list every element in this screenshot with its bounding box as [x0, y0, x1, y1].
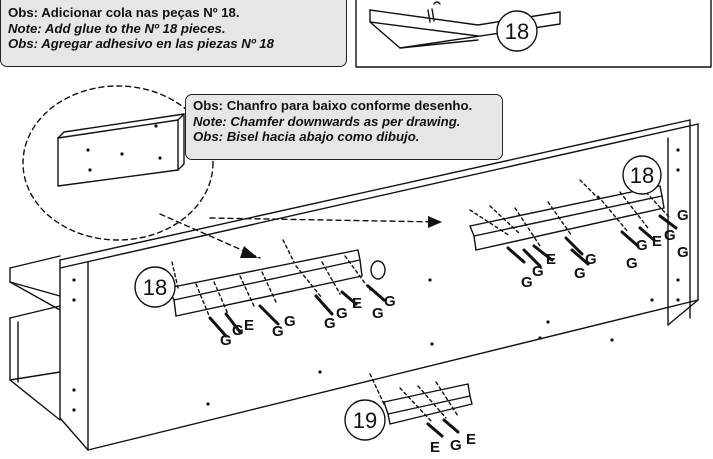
- screw-icon: [314, 294, 334, 316]
- screw-icon: [340, 290, 358, 306]
- screw-label-g: G: [636, 237, 648, 254]
- screw-icon: [638, 226, 656, 242]
- screw-label-g: G: [272, 323, 284, 340]
- left-rail: [167, 249, 363, 317]
- note-chamfer-es: Obs: Bisel hacia abajo como dibujo.: [193, 129, 420, 144]
- arrow-heads: [240, 216, 442, 258]
- part-number-bottom: 19: [353, 408, 377, 433]
- screw-label-g: G: [677, 207, 689, 224]
- note-chamfer-en: Note: Chamfer downwards as per drawing.: [193, 113, 461, 129]
- part-number-left: 18: [143, 275, 167, 300]
- screw-label-e: E: [352, 295, 362, 312]
- screw-label-g: G: [220, 332, 232, 349]
- screw-icon: [426, 422, 444, 438]
- screw-icon: [224, 312, 242, 334]
- note-glue-pt: Obs: Adicionar cola nas peças Nº 18.: [8, 5, 240, 20]
- screw-label-e: E: [546, 251, 556, 268]
- screw-label-g: G: [284, 313, 296, 330]
- arrow-left-rail-icon: [240, 246, 258, 258]
- screw-label-e: E: [244, 317, 254, 334]
- screw-label-g: G: [626, 255, 638, 272]
- screw-label-g: G: [574, 265, 586, 282]
- right-rail: [469, 185, 665, 251]
- note-chamfer-pt: Obs: Chanfro para baixo conforme desenho…: [193, 98, 473, 113]
- arrow-right-rail-icon: [428, 216, 442, 228]
- part-circle-top: [496, 10, 538, 52]
- screw-icon: [366, 284, 386, 302]
- screw-icon: [442, 418, 460, 434]
- screw-label-g: G: [521, 274, 533, 291]
- screw-icon: [506, 246, 526, 264]
- screw-label-e: E: [466, 431, 476, 448]
- screw-label-g: G: [336, 305, 348, 322]
- screw-icon: [658, 214, 678, 230]
- part-circle-bottom: [344, 399, 386, 441]
- inset-box-top: [355, 0, 712, 68]
- part-number-right: 18: [630, 163, 654, 188]
- screw-icon: [522, 248, 542, 268]
- note-glue-en: Note: Add glue to the Nº 18 pieces.: [8, 20, 226, 36]
- screw-label-e: E: [652, 233, 662, 250]
- screw-label-e: E: [430, 439, 440, 456]
- screw-label-g: G: [372, 305, 384, 322]
- screw-icon: [570, 248, 590, 266]
- screw-label-g: G: [664, 227, 676, 244]
- screw-label-g: G: [384, 293, 396, 310]
- screw-label-g: G: [532, 263, 544, 280]
- screws: [208, 214, 678, 438]
- part-number-top: 18: [505, 19, 529, 44]
- note-glue-es: Obs: Agregar adhesivo en las piezas Nº 1…: [8, 36, 274, 51]
- note-chamfer: Obs: Chanfro para baixo conforme desenho…: [185, 94, 503, 160]
- screw-icon: [564, 236, 584, 256]
- screw-guides: [171, 179, 671, 423]
- note-glue: Obs: Adicionar cola nas peças Nº 18. Not…: [0, 0, 347, 67]
- part-circle-right: [622, 155, 662, 195]
- screw-icon: [620, 230, 640, 248]
- screw-label-g: G: [324, 315, 336, 332]
- glue-dowel-icon: [370, 260, 386, 280]
- bottom-block: [383, 383, 473, 425]
- left-frame: [9, 255, 61, 421]
- screw-icon: [208, 316, 228, 338]
- screw-label-g: G: [232, 322, 244, 339]
- part-circle-left: [134, 266, 176, 308]
- screw-label-g: G: [677, 244, 689, 261]
- screw-icon: [532, 244, 554, 262]
- panel-holes: [72, 124, 680, 412]
- screw-label-g: G: [585, 251, 597, 268]
- screw-icon: [258, 304, 280, 326]
- screw-labels: G G E G G G G E G G G G E G G G G E G G …: [220, 207, 689, 456]
- back-panel: [59, 119, 699, 451]
- magnified-block: [57, 113, 185, 187]
- screw-label-g: G: [450, 437, 462, 454]
